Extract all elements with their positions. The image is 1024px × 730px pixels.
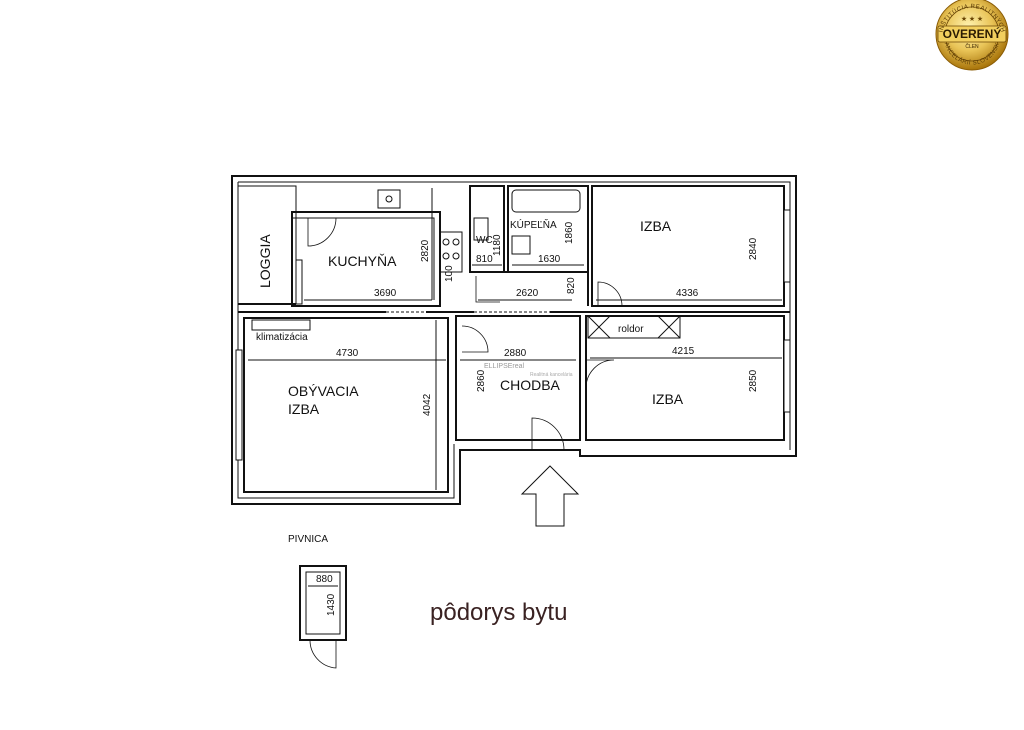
watermark-sub: Realitná kancelária bbox=[530, 372, 573, 378]
hallway-height-dim: 2860 bbox=[476, 369, 487, 392]
living-width-dim: 4730 bbox=[336, 348, 359, 359]
kitchen-door-swing bbox=[307, 217, 337, 247]
hall-top-segment: 2620 820 bbox=[470, 271, 623, 307]
entrance-arrow-icon bbox=[520, 465, 580, 527]
bedroom-top-room: IZBA 4336 2840 bbox=[591, 185, 791, 307]
ac-label: klimatizácia bbox=[256, 332, 308, 343]
wc-depth-dim: 1180 bbox=[492, 234, 503, 256]
kitchen-height-dim: 2820 bbox=[420, 239, 431, 262]
kitchen-label: KUCHYŇA bbox=[328, 253, 397, 269]
living-label-line1: OBÝVACIA bbox=[288, 383, 359, 399]
wc-door bbox=[475, 276, 500, 303]
hallway-label: CHODBA bbox=[500, 377, 561, 393]
bath-width-dim: 1630 bbox=[538, 254, 561, 265]
living-room: klimatizácia 4730 OBÝVACIA IZBA 4042 bbox=[235, 317, 449, 493]
watermark-brand: ELLIPSEreal bbox=[484, 363, 525, 370]
seal-sub-text: ČLEN bbox=[965, 43, 979, 50]
bathroom-room: KÚPEĽŇA 1860 1630 bbox=[507, 185, 589, 273]
wc-width-dim: 810 bbox=[476, 254, 493, 265]
stove-icon bbox=[439, 231, 463, 273]
seal-main-text: OVERENÝ bbox=[943, 26, 1002, 41]
bedroom-top-height-dim: 2840 bbox=[748, 237, 759, 260]
wc-label: WC bbox=[476, 235, 493, 246]
entrance-door-swing bbox=[531, 417, 565, 451]
bedroom-top-width-dim: 4336 bbox=[676, 288, 699, 299]
cellar-height-dim: 1430 bbox=[326, 593, 337, 616]
living-height-dim: 4042 bbox=[422, 393, 433, 416]
cellar-label: PIVNICA bbox=[288, 534, 328, 545]
wc-room: WC 1180 810 bbox=[469, 185, 505, 273]
bedroom-bottom-room: 4215 IZBA 2850 bbox=[585, 315, 791, 441]
storage-label: roldor bbox=[618, 324, 644, 335]
seal-banner bbox=[937, 25, 1007, 43]
bedroom-bottom-door-swing bbox=[585, 359, 615, 389]
storage-closet: roldor bbox=[587, 315, 681, 339]
star-icon: ★ ★ ★ bbox=[961, 15, 983, 23]
cellar: PIVNICA 880 1430 bbox=[288, 534, 347, 669]
toilet-icon bbox=[473, 217, 489, 241]
bathroom-label: KÚPEĽŇA bbox=[510, 218, 557, 231]
bedroom-bottom-width-dim: 4215 bbox=[672, 346, 695, 357]
loggia-room: LOGGIA bbox=[237, 185, 303, 305]
kitchen-small-dim: 100 bbox=[444, 265, 455, 282]
kitchen-room: KUCHYŇA 3690 2820 100 bbox=[291, 188, 463, 307]
plan-caption: pôdorys bytu bbox=[430, 599, 567, 626]
living-label-line2: IZBA bbox=[288, 401, 320, 417]
bedroom-bottom-label: IZBA bbox=[652, 391, 684, 407]
hall-step-dim: 820 bbox=[566, 277, 577, 294]
bathtub-icon bbox=[511, 189, 581, 213]
hall-top-width-dim: 2620 bbox=[516, 288, 539, 299]
washbasin-icon bbox=[511, 235, 531, 255]
kitchen-width-dim: 3690 bbox=[374, 288, 397, 299]
verified-member-seal: OVERENÝ ČLEN INŠTITÚCIA REALITNÝCH KANCE… bbox=[0, 0, 1009, 71]
bedroom-top-label: IZBA bbox=[640, 218, 672, 234]
bath-height-dim: 1860 bbox=[564, 221, 575, 244]
ac-unit bbox=[251, 319, 311, 331]
seal-ring-bottom: KANCELÁRIÍ SLOVENSKA bbox=[0, 0, 1001, 67]
living-door-swing bbox=[461, 325, 489, 353]
loggia-label: LOGGIA bbox=[257, 234, 273, 288]
cellar-width-dim: 880 bbox=[316, 574, 333, 585]
bedroom-top-door-swing bbox=[597, 281, 623, 307]
cellar-door-swing bbox=[309, 639, 337, 669]
hallway-width-dim: 2880 bbox=[504, 348, 527, 359]
bedroom-bottom-height-dim: 2850 bbox=[748, 369, 759, 392]
sink-icon bbox=[377, 189, 401, 209]
hallway-room: 2880 2860 CHODBA ELLIPSEreal Realitná ka… bbox=[455, 315, 615, 451]
